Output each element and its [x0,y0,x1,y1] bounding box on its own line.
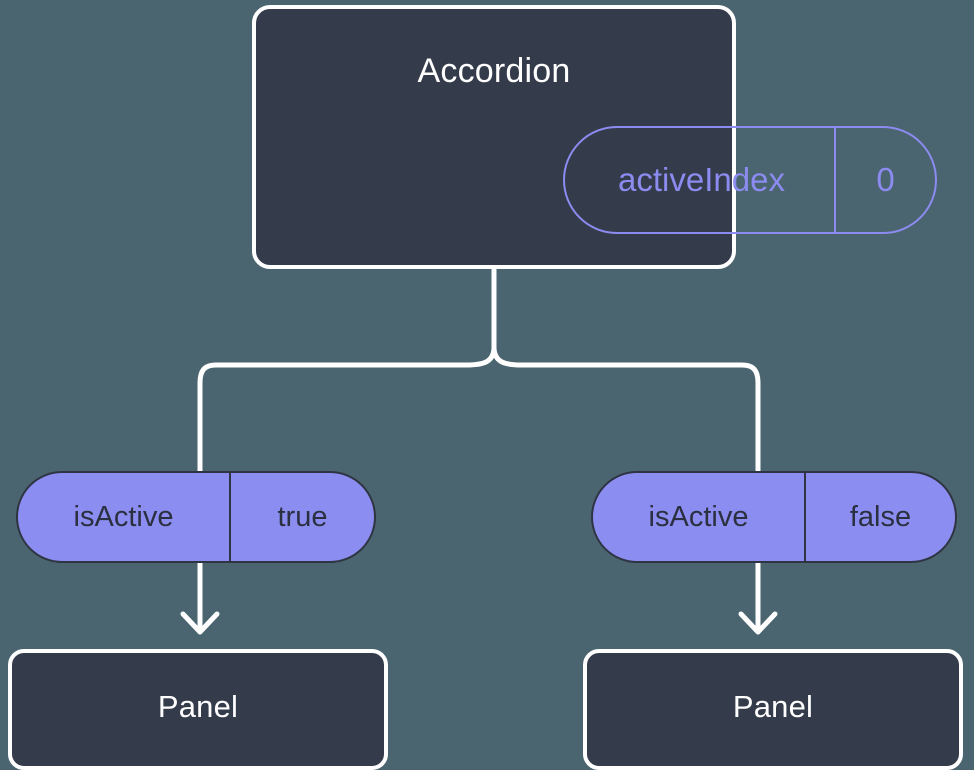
prop-pill-key: isActive [18,473,231,561]
panel-component-node-left[interactable]: Panel [8,649,388,770]
arrow-head-right-icon [738,611,778,635]
branch-connector-path-right [491,266,761,474]
panel-component-node-right[interactable]: Panel [583,649,963,770]
state-pill-value: 0 [876,161,895,198]
panel-node-title: Panel [157,688,239,724]
prop-pill-value: true [277,500,328,533]
state-pill-active-index[interactable]: activeIndex 0 [563,126,937,234]
arrow-head-left-icon [180,611,220,635]
prop-pill-is-active-true[interactable]: isActive true [16,471,376,563]
prop-pill-is-active-false[interactable]: isActive false [591,471,957,563]
accordion-component-node[interactable]: Accordion activeIndex 0 [252,5,937,269]
prop-pill-value: false [849,500,912,533]
panel-node-title: Panel [732,688,814,724]
state-pill-key: activeIndex [565,128,836,232]
branch-connector-path [197,266,497,474]
prop-pill-key: isActive [593,473,806,561]
accordion-node-title: Accordion [417,52,571,90]
